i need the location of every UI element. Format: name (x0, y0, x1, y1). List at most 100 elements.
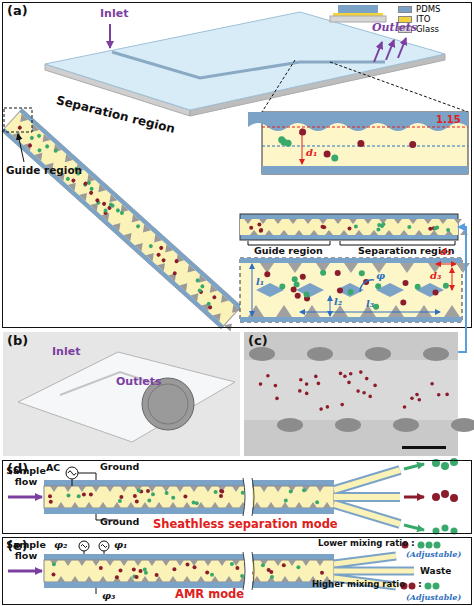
electrode (277, 418, 303, 432)
electrode (400, 230, 408, 235)
green-particle (407, 225, 411, 229)
electrode (224, 320, 235, 331)
red-particle (174, 258, 180, 264)
red-particle (373, 384, 377, 388)
green-particle (137, 488, 141, 492)
green-particle (115, 208, 121, 214)
ac-wave (81, 545, 107, 548)
electrode (316, 486, 324, 492)
electrode (179, 280, 190, 291)
electrode (71, 576, 79, 582)
signal-label: AC (46, 463, 60, 474)
electrode (325, 230, 333, 235)
green-particle (148, 243, 154, 249)
electrode (248, 305, 264, 317)
angle-label: φ (376, 270, 385, 282)
red-particle (133, 494, 137, 498)
angle-arc (360, 280, 374, 292)
red-particle (300, 274, 306, 280)
red-particle (347, 381, 351, 385)
electrode (415, 230, 423, 235)
red-particle (282, 563, 286, 567)
electrode (280, 230, 288, 235)
electrode (204, 560, 212, 566)
coin-rim (148, 384, 188, 424)
electrode (394, 219, 402, 224)
electrode (57, 502, 65, 508)
electrode (90, 200, 101, 211)
green-particle (165, 491, 169, 495)
red-particle (139, 569, 143, 573)
red-particle (275, 397, 279, 401)
green-particle (37, 147, 43, 153)
note-label: (Adjustable) (406, 593, 461, 602)
particle-cluster (409, 583, 416, 590)
green-particle (348, 289, 354, 295)
electrode (183, 576, 191, 582)
particle-cluster (432, 493, 440, 501)
electrode (276, 305, 292, 317)
red-particle (356, 389, 360, 393)
red-particle (357, 140, 364, 147)
red-particle (83, 181, 89, 187)
electrode (95, 184, 106, 195)
channel (244, 360, 458, 420)
ac-wave (68, 471, 76, 475)
electrode (218, 560, 226, 566)
outlet-arrow (398, 38, 406, 58)
red-particle (27, 143, 33, 149)
electrode (64, 486, 72, 492)
electrode (195, 274, 206, 285)
particles (249, 222, 450, 233)
electrode (78, 560, 86, 566)
red-particle (135, 575, 139, 579)
red-particle (410, 397, 414, 401)
pillar-diamond (416, 283, 444, 297)
electrode (61, 154, 72, 165)
electrode (79, 190, 90, 201)
electrode (267, 502, 275, 508)
red-particle (95, 198, 101, 204)
electrode (106, 560, 114, 566)
electrode (267, 576, 275, 582)
green-particle (294, 281, 300, 287)
green-particle (261, 563, 265, 567)
red-particle (365, 377, 369, 381)
red-particle (146, 489, 150, 493)
red-particle (259, 229, 263, 233)
red-particle (319, 407, 323, 411)
red-particle (17, 125, 23, 131)
green-particle (67, 494, 71, 498)
red-particle (219, 489, 223, 493)
electrode (169, 502, 177, 508)
particle-cluster (441, 462, 449, 470)
photo-panel: (b) (3, 332, 240, 456)
output-label: Lower mixing ratio (318, 539, 408, 549)
green-particle (77, 494, 81, 498)
red-particle (193, 565, 197, 569)
red-particle (415, 393, 419, 397)
electrode (456, 263, 470, 273)
legend-swatch (398, 6, 412, 13)
red-particle (291, 287, 297, 293)
dimension-label: l₁ (256, 276, 264, 288)
red-particle (349, 372, 353, 376)
red-particle (400, 300, 406, 306)
red-particle (305, 382, 309, 386)
note-label: (Adjustable) (406, 550, 461, 559)
green-particle (65, 176, 71, 182)
red-particle (320, 571, 324, 575)
wire (72, 473, 118, 520)
electrode (265, 230, 273, 235)
electrode (71, 502, 79, 508)
break-mark (243, 478, 254, 516)
output-label: Waste (420, 566, 451, 576)
bracket (340, 241, 455, 245)
electrode (460, 230, 468, 235)
green-particle (192, 501, 196, 505)
green-particle (151, 492, 155, 496)
pdms-wall (44, 508, 334, 514)
electrode (364, 219, 372, 224)
red-particle (430, 382, 434, 386)
green-particle (171, 496, 175, 500)
